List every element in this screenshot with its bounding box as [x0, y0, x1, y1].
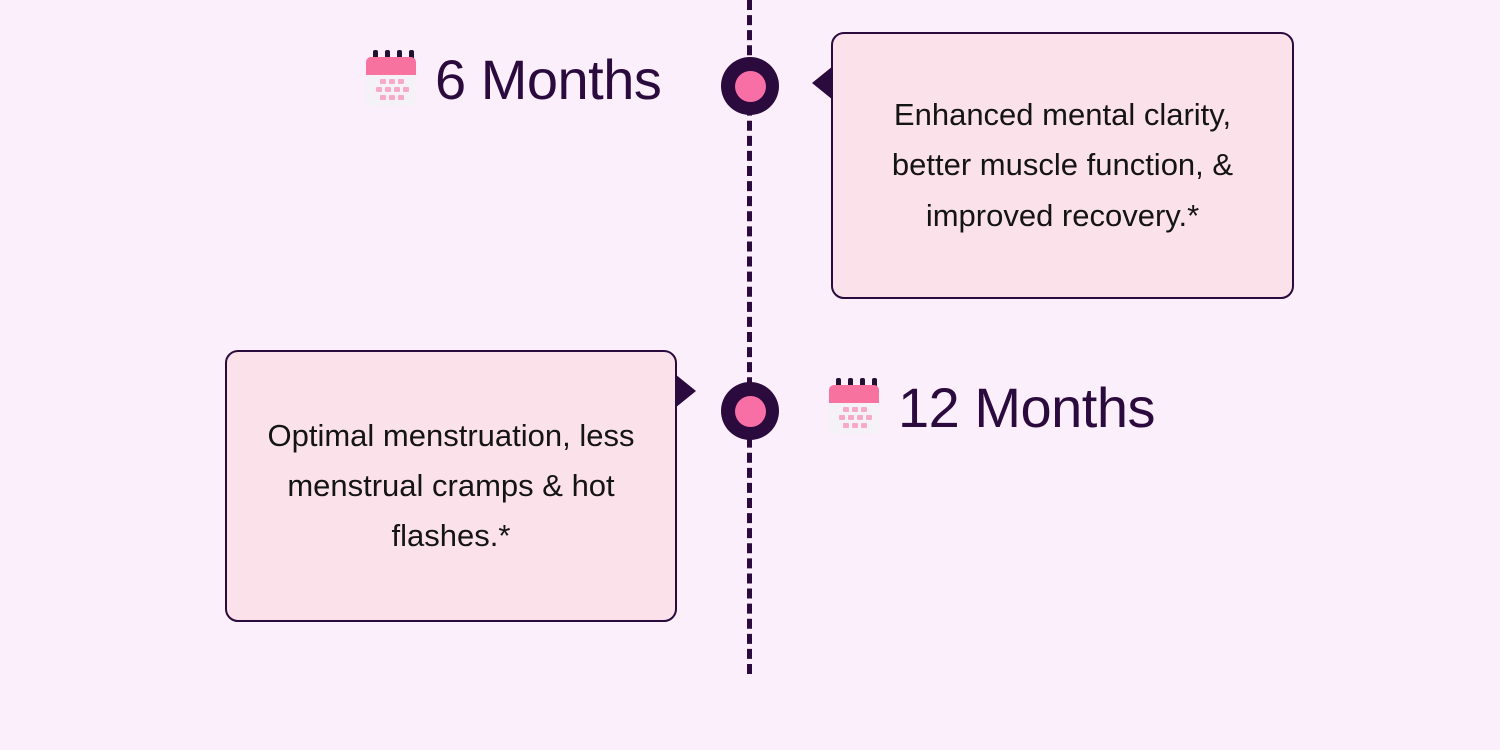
calendar-cell	[861, 423, 867, 428]
milestone-label-6-months: 6 Months	[363, 48, 662, 111]
calendar-grid-row	[837, 423, 873, 428]
calendar-grid-row	[837, 407, 873, 412]
callout-tail-left-icon	[812, 66, 833, 100]
milestone-title-6-months: 6 Months	[435, 48, 662, 111]
calendar-cell	[398, 95, 404, 100]
calendar-cell	[389, 95, 395, 100]
callout-tail-right-icon	[675, 374, 696, 408]
calendar-cell	[838, 415, 845, 420]
calendar-body	[366, 75, 416, 106]
calendar-icon	[826, 378, 882, 438]
calendar-cell	[865, 415, 872, 420]
calendar-grid-row	[374, 87, 410, 92]
calendar-cell	[393, 87, 400, 92]
calendar-grid-row	[837, 415, 873, 420]
calendar-grid-row	[374, 95, 410, 100]
calendar-cell	[843, 407, 849, 412]
callout-bubble-6-months: Enhanced mental clarity, better muscle f…	[812, 32, 1294, 299]
calendar-cell	[380, 95, 386, 100]
calendar-grid-row	[374, 79, 410, 84]
calendar-cell	[398, 79, 404, 84]
callout-bubble-12-months: Optimal menstruation, less menstrual cra…	[225, 350, 696, 622]
calendar-body	[829, 403, 879, 434]
calendar-cell	[402, 87, 409, 92]
calendar-date-grid	[374, 79, 410, 100]
calendar-cell	[852, 407, 858, 412]
calendar-cell	[380, 79, 386, 84]
timeline-dot-12-months	[721, 382, 779, 440]
calendar-icon	[363, 50, 419, 110]
callout-text-6-months: Enhanced mental clarity, better muscle f…	[891, 97, 1234, 233]
milestone-title-12-months: 12 Months	[898, 376, 1156, 439]
timeline-dot-core	[734, 395, 766, 427]
calendar-cell	[861, 407, 867, 412]
calendar-cell	[375, 87, 382, 92]
calendar-cell	[847, 415, 854, 420]
calendar-cell	[384, 87, 391, 92]
calendar-header-bar	[366, 57, 416, 75]
calendar-header-bar	[829, 385, 879, 403]
calendar-date-grid	[837, 407, 873, 428]
calendar-cell	[852, 423, 858, 428]
milestone-label-12-months: 12 Months	[826, 376, 1156, 439]
timeline-dot-6-months	[721, 57, 779, 115]
calendar-cell	[843, 423, 849, 428]
calendar-cell	[389, 79, 395, 84]
calendar-cell	[856, 415, 863, 420]
timeline-dot-core	[734, 70, 766, 102]
callout-text-12-months: Optimal menstruation, less menstrual cra…	[267, 417, 635, 554]
timeline-axis-line	[747, 0, 752, 674]
